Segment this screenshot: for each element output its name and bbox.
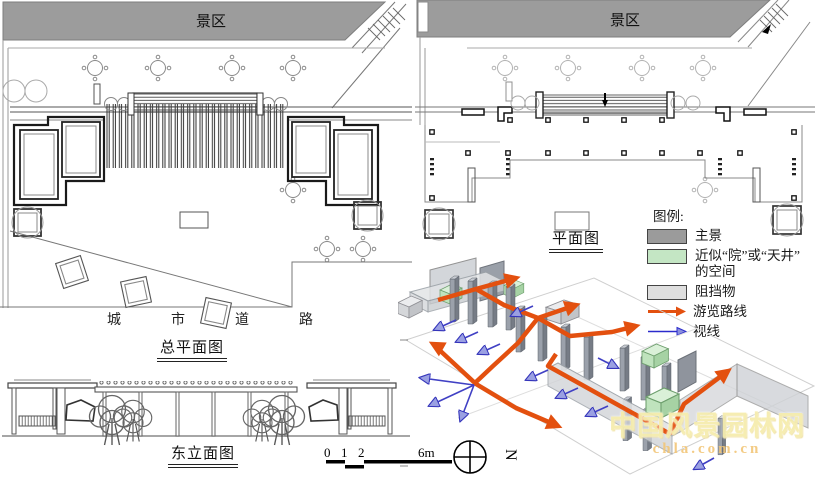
entry-path: [737, 0, 811, 107]
elevation-title: 东立面图: [168, 446, 239, 468]
colonnade: [104, 92, 288, 168]
elevation-trees: [88, 394, 306, 446]
terrace-outline: [424, 125, 803, 203]
city-road-label: 城市道路: [107, 313, 363, 328]
scenic-area-band: 景区: [2, 1, 387, 41]
legend-item-obstacle: 阻挡物: [647, 284, 819, 300]
floor-plan-drawing: 景区: [415, 0, 815, 241]
axonometric-diagram: [398, 257, 816, 475]
scenic-area-band: 景区: [416, 0, 771, 38]
floor-plan-title: 平面图: [549, 231, 604, 253]
scenic-area-label: 景区: [196, 13, 226, 30]
elevation-pavilion-left: [7, 379, 98, 435]
sightline-arrow-icon: [648, 326, 687, 337]
elevation-pavilion-right: [306, 379, 397, 435]
north-label: N: [502, 449, 519, 461]
pavilion-left: [12, 115, 106, 207]
scale-bar: 0 1 2 6m: [324, 445, 452, 469]
pergola: [510, 91, 701, 119]
legend-item-sightline: 视线: [647, 324, 819, 340]
sightline-arrows: [422, 305, 715, 468]
legend-item-courtyard: 近似“院”或“天井” 的空间: [647, 248, 819, 280]
city-road: [0, 230, 412, 329]
axis-arrow-icon: [602, 100, 608, 107]
tree-icons: [2, 54, 377, 263]
site-boundary: [2, 40, 385, 308]
site-plan-title: 总平面图: [157, 340, 228, 362]
wing-walls: [461, 106, 767, 122]
east-elevation-drawing: [2, 379, 410, 446]
entrance-arrow-icon: [762, 24, 771, 34]
corner-kiosks: [422, 203, 804, 241]
site-plan-drawing: 景区: [0, 1, 412, 329]
window-opening: [65, 399, 96, 422]
scale-tick: 2: [358, 445, 365, 460]
obstacle-box-icon: [398, 295, 423, 319]
scale-end-label: 6m: [418, 445, 435, 460]
scale-tick: 1: [341, 445, 348, 460]
north-compass-icon: N: [453, 440, 519, 474]
legend: 图例: 主景 近似“院”或“天井” 的空间 阻挡物 游览路线 视: [647, 209, 819, 344]
main-scenery-swatch: [647, 229, 687, 244]
legend-title: 图例:: [653, 209, 684, 224]
plaza-feature-rect: [179, 211, 209, 229]
pavilion-right: [286, 115, 380, 207]
column-grid: [429, 117, 797, 201]
courtyard-swatch: [647, 249, 687, 264]
corner-kiosks: [11, 199, 384, 239]
legend-item-route: 游览路线: [647, 304, 819, 320]
legend-item-main-scenery: 主景: [647, 228, 819, 244]
tree-icons: [491, 54, 719, 204]
obstacle-swatch: [647, 285, 687, 300]
scale-tick: 0: [324, 445, 331, 460]
scenic-area-label: 景区: [610, 12, 640, 29]
window-opening: [308, 399, 339, 422]
courtyard-box-icon: [645, 387, 680, 419]
entry-path: [331, 1, 407, 109]
plan-feature-rect: [554, 211, 590, 231]
